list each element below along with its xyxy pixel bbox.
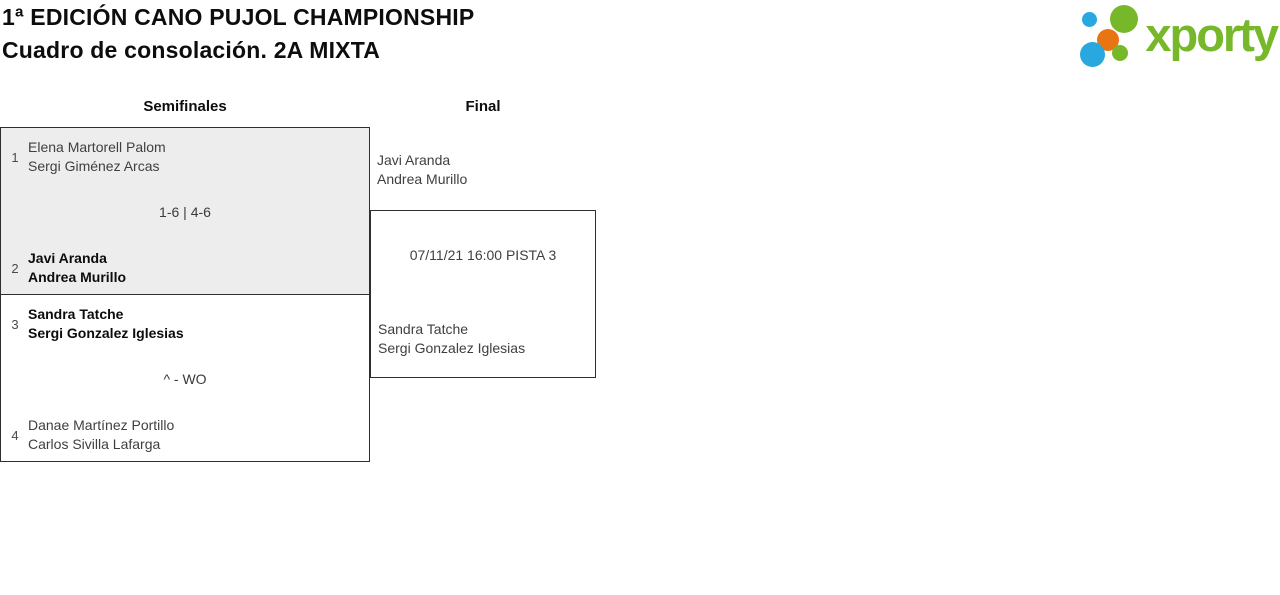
player-name: Andrea Murillo xyxy=(377,171,468,187)
header-titles: 1ª EDICIÓN CANO PUJOL CHAMPIONSHIP Cuadr… xyxy=(2,1,474,67)
xporty-dots-icon xyxy=(1079,4,1143,68)
player-name: Sergi Gonzalez Iglesias xyxy=(378,340,526,356)
match-semifinal-1[interactable]: 1 Elena Martorell Palom Sergi Giménez Ar… xyxy=(0,127,370,295)
team-seed-1: 1 Elena Martorell Palom Sergi Giménez Ar… xyxy=(9,138,166,176)
team-players: Sandra Tatche Sergi Gonzalez Iglesias xyxy=(28,305,184,343)
player-name: Andrea Murillo xyxy=(28,269,127,285)
team-seed-2: 2 Javi Aranda Andrea Murillo xyxy=(9,249,126,287)
player-name: Sergi Giménez Arcas xyxy=(28,158,160,174)
final-team-bottom: Sandra Tatche Sergi Gonzalez Iglesias xyxy=(378,320,525,358)
seed-number: 1 xyxy=(11,149,19,165)
team-seed-3: 3 Sandra Tatche Sergi Gonzalez Iglesias xyxy=(9,305,184,343)
player-name: Elena Martorell Palom xyxy=(28,139,166,155)
logo-dot-blue-large-icon xyxy=(1080,42,1106,67)
seed-number: 3 xyxy=(11,316,19,332)
player-name: Sandra Tatche xyxy=(28,306,124,322)
player-name: Carlos Sivilla Lafarga xyxy=(28,436,161,452)
round-header-final: Final xyxy=(465,98,501,115)
final-schedule: 07/11/21 16:00 PISTA 3 xyxy=(409,247,557,263)
seed-number: 4 xyxy=(11,427,19,443)
round-header-semifinals: Semifinales xyxy=(143,98,227,115)
match-final[interactable]: 07/11/21 16:00 PISTA 3 Sandra Tatche Ser… xyxy=(370,210,596,378)
player-name: Javi Aranda xyxy=(377,152,451,168)
team-players: Javi Aranda Andrea Murillo xyxy=(28,249,126,287)
player-name: Sergi Gonzalez Iglesias xyxy=(28,325,184,341)
logo-dot-green-large-icon xyxy=(1110,5,1139,33)
match-score: ^ - WO xyxy=(163,371,207,387)
logo-dot-blue-small-icon xyxy=(1082,12,1098,27)
player-name: Danae Martínez Portillo xyxy=(28,417,175,433)
page-subtitle: Cuadro de consolación. 2A MIXTA xyxy=(2,37,381,63)
team-seed-4: 4 Danae Martínez Portillo Carlos Sivilla… xyxy=(9,416,174,454)
match-semifinal-2[interactable]: 3 Sandra Tatche Sergi Gonzalez Iglesias … xyxy=(0,294,370,462)
logo-dot-orange-icon xyxy=(1097,29,1120,51)
xporty-logo[interactable]: xporty xyxy=(1079,4,1279,68)
page-title: 1ª EDICIÓN CANO PUJOL CHAMPIONSHIP xyxy=(2,4,475,30)
xporty-logo-text: xporty xyxy=(1145,8,1279,61)
player-name: Sandra Tatche xyxy=(378,321,469,337)
team-players: Danae Martínez Portillo Carlos Sivilla L… xyxy=(28,416,174,454)
seed-number: 2 xyxy=(11,260,19,276)
match-score: 1-6 | 4-6 xyxy=(159,204,211,220)
player-name: Javi Aranda xyxy=(28,250,107,266)
team-players: Elena Martorell Palom Sergi Giménez Arca… xyxy=(28,138,166,176)
final-team-top: Javi Aranda Andrea Murillo xyxy=(377,151,467,189)
logo-dot-green-small-icon xyxy=(1112,45,1129,61)
